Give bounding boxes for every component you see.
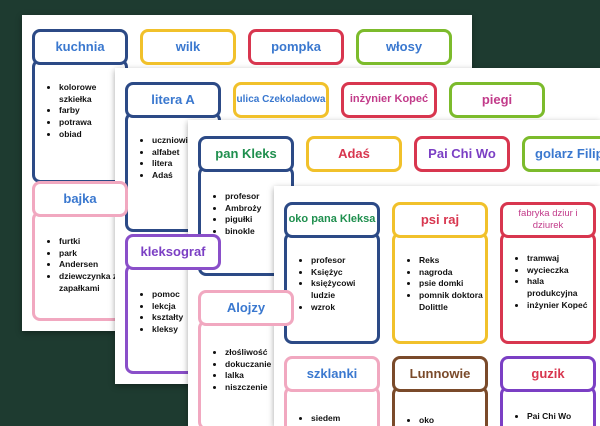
card-title: litera A [125, 82, 221, 118]
list-item: Ambroży [225, 203, 291, 215]
card-title: szklanki [284, 356, 380, 392]
card-title: guzik [500, 356, 596, 392]
list-item: Andersen [59, 259, 125, 271]
card-title: bajka [32, 181, 128, 217]
card-title: wilk [140, 29, 236, 65]
card-title: Lunnowie [392, 356, 488, 392]
list-item: kleksy [152, 324, 218, 336]
list-item: lalka [225, 370, 291, 382]
list-item: alfabet [152, 147, 218, 159]
card-title: Adaś [306, 136, 402, 172]
worksheet-4: oko pana Kleksa profesor Księżyc księżyc… [274, 186, 600, 426]
list-item: nagroda [419, 267, 485, 279]
list-item: siedem [311, 413, 377, 425]
list-item: inżynier Kopeć [527, 300, 593, 312]
list-item: dziewczynka z zapałkami [59, 271, 125, 294]
list-item: Księżyc [311, 267, 377, 279]
card-title: pan Kleks [198, 136, 294, 172]
list-item: profesor [311, 255, 377, 267]
list-item: pomnik doktora Dolittle [419, 290, 485, 313]
list-item: uczniowie [152, 135, 218, 147]
list-item: wycieczka [527, 265, 593, 277]
list-item: hala produkcyjna [527, 276, 593, 299]
card-title: inżynier Kopeć [341, 82, 437, 118]
card-title: pompka [248, 29, 344, 65]
card-title: psi raj [392, 202, 488, 238]
list-item: obiad [59, 129, 125, 141]
card-title: fabryka dziur i dziurek [500, 202, 596, 238]
card-title: piegi [449, 82, 545, 118]
card-title: oko pana Kleksa [284, 202, 380, 238]
list-item: pomoc [152, 289, 218, 301]
list-item: park [59, 248, 125, 260]
card-title: Alojzy [198, 290, 294, 326]
card-title: kleksograf [125, 234, 221, 270]
list-item: binokle [225, 226, 291, 238]
list-item: dokuczanie [225, 359, 291, 371]
card-title: Pai Chi Wo [414, 136, 510, 172]
list-item: oko [419, 415, 485, 426]
list-item: farby [59, 105, 125, 117]
list-item: litera [152, 158, 218, 170]
list-item: Adaś [152, 170, 218, 182]
list-item: furtki [59, 236, 125, 248]
list-item: złośliwość [225, 347, 291, 359]
card-title: włosy [356, 29, 452, 65]
list-item: wzrok [311, 302, 377, 314]
card-title: kuchnia [32, 29, 128, 65]
list-item: Pai Chi Wo [527, 411, 593, 423]
list-item: Reks [419, 255, 485, 267]
card-title: golarz Filip [522, 136, 600, 172]
list-item: psie domki [419, 278, 485, 290]
list-item: niszczenie [225, 382, 291, 394]
list-item: tramwaj [527, 253, 593, 265]
card-title: ulica Czekoladowa [233, 82, 329, 118]
list-item: lekcja [152, 301, 218, 313]
list-item: potrawa [59, 117, 125, 129]
list-item: profesor [225, 191, 291, 203]
list-item: pigułki [225, 214, 291, 226]
list-item: kolorowe szkiełka [59, 82, 125, 105]
list-item: księżycowi ludzie [311, 278, 377, 301]
list-item: kształty [152, 312, 218, 324]
